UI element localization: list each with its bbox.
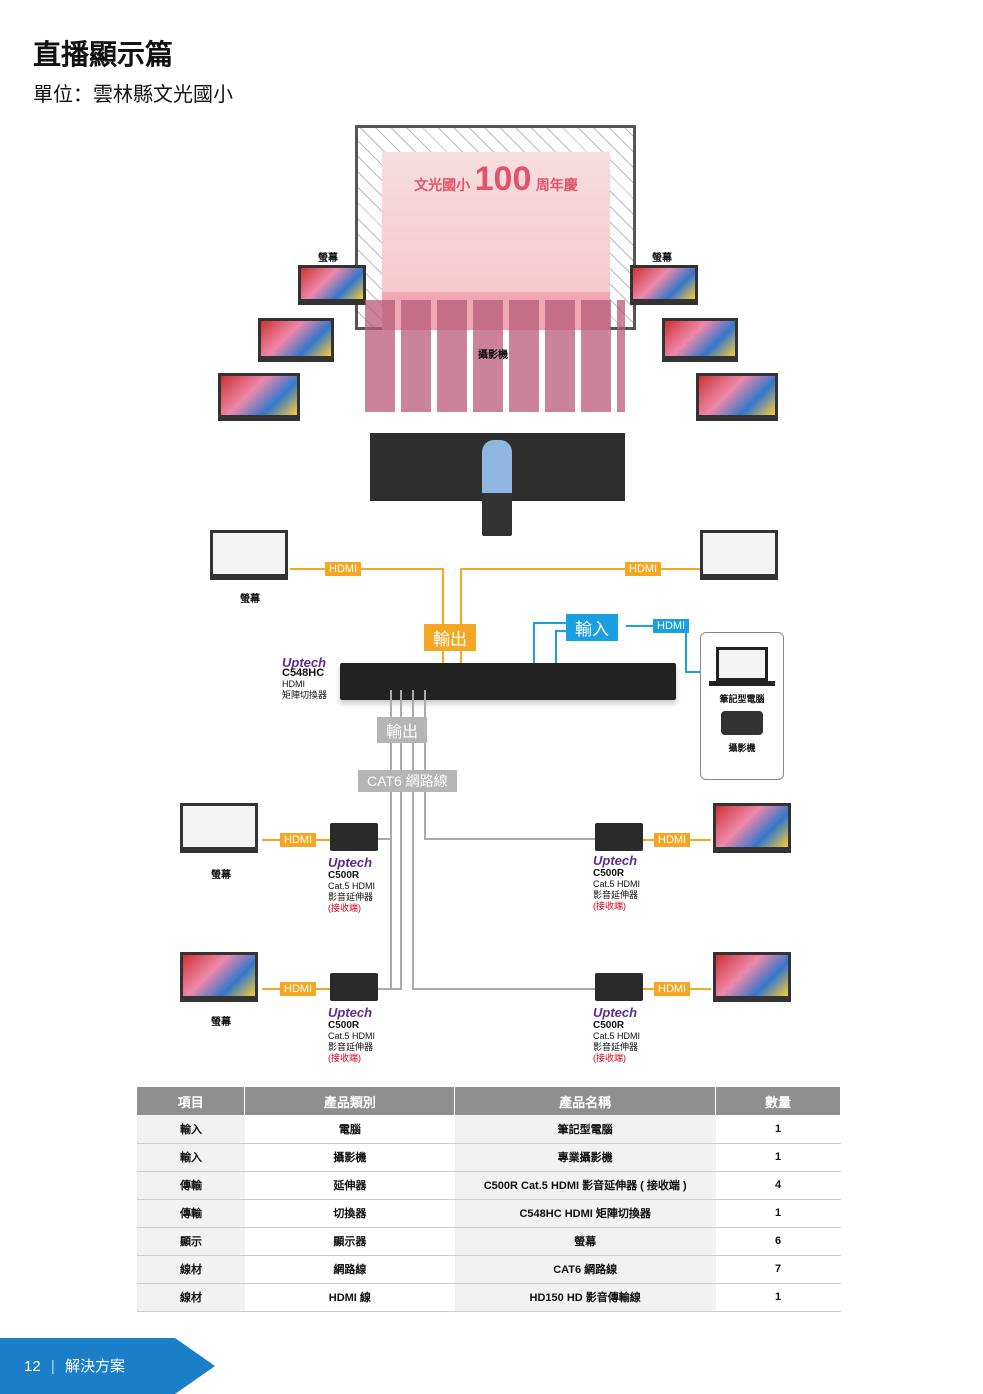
- banner-left: 文光國小: [414, 177, 471, 193]
- table-cell: C548HC HDMI 矩陣切換器: [454, 1199, 716, 1228]
- stage-monitor: [662, 318, 738, 362]
- screen-label-right: 螢幕: [652, 253, 672, 264]
- brand: Uptech: [282, 655, 327, 670]
- table-cell: 切換器: [244, 1199, 455, 1228]
- monitor-label: 螢幕: [211, 870, 231, 881]
- table-cell: 筆記型電腦: [454, 1115, 716, 1144]
- table-cell: 顯示器: [244, 1227, 455, 1256]
- col-qty: 數量: [715, 1087, 841, 1115]
- col-category: 產品類別: [244, 1087, 456, 1115]
- page-number: 12: [24, 1358, 41, 1375]
- table-cell: 輸入: [137, 1115, 245, 1144]
- line2: 矩陣切換器: [282, 690, 328, 700]
- receiver: [330, 973, 378, 1001]
- stage-monitor: [298, 265, 366, 305]
- line1: HDMI: [282, 679, 305, 689]
- table-cell: 電腦: [244, 1115, 455, 1144]
- stage-screen: 文光國小 100 周年慶: [382, 152, 610, 292]
- table-cell: CAT6 網路線: [454, 1255, 716, 1284]
- stage-monitor: [218, 373, 300, 421]
- table-cell: 專業攝影機: [454, 1143, 716, 1172]
- hdmi-tag: HDMI: [280, 833, 317, 847]
- table-cell: 1: [715, 1199, 841, 1228]
- monitor: [180, 952, 258, 1002]
- matrix-switch: [340, 663, 676, 700]
- table-cell: 網路線: [244, 1255, 455, 1284]
- stage-monitor: [696, 373, 778, 421]
- table-cell: 1: [715, 1143, 841, 1172]
- hdmi-tag: HDMI: [653, 619, 690, 633]
- stage-monitor: [630, 265, 698, 305]
- col-item: 項目: [137, 1087, 246, 1115]
- audience: [365, 300, 625, 412]
- table-cell: 傳輸: [137, 1199, 245, 1228]
- stage-monitor: [258, 318, 334, 362]
- table-cell: HDMI 線: [244, 1283, 455, 1312]
- receiver: [330, 823, 378, 851]
- monitor: [210, 530, 288, 580]
- monitor: [713, 952, 791, 1002]
- screen-label-left: 螢幕: [318, 253, 338, 264]
- monitor: [713, 803, 791, 853]
- table-cell: 傳輸: [137, 1171, 245, 1200]
- table-cell: 6: [715, 1227, 841, 1256]
- page-title: 直播顯示篇: [33, 39, 174, 70]
- hdmi-tag: HDMI: [654, 833, 691, 847]
- table-cell: 線材: [137, 1283, 245, 1312]
- table-cell: HD150 HD 影音傳輸線: [454, 1283, 716, 1312]
- output-tag-gray: 輸出: [377, 717, 428, 743]
- camera-label: 攝影機: [728, 743, 756, 753]
- table-cell: 1: [715, 1283, 841, 1312]
- input-tag: 輸入: [566, 614, 618, 641]
- table-cell: 輸入: [137, 1143, 245, 1172]
- hdmi-tag: HDMI: [325, 562, 362, 576]
- banner-right: 周年慶: [535, 177, 578, 193]
- cat6-tag: CAT6 網路線: [358, 770, 457, 792]
- model: C548HC: [282, 667, 325, 679]
- banner-num: 100: [474, 160, 532, 198]
- footer-tab: 12 | 解決方案: [0, 1338, 215, 1394]
- table-cell: 顯示: [137, 1227, 245, 1256]
- section-name: 解決方案: [64, 1358, 125, 1375]
- camera-label: 攝影機: [478, 350, 508, 361]
- hdmi-tag: HDMI: [280, 982, 317, 996]
- hdmi-tag: HDMI: [654, 982, 691, 996]
- operator: [482, 440, 512, 536]
- monitor: [700, 530, 778, 580]
- table-cell: C500R Cat.5 HDMI 影音延伸器 ( 接收端 ): [454, 1171, 716, 1200]
- output-tag: 輸出: [424, 624, 476, 651]
- table-cell: 攝影機: [244, 1143, 455, 1172]
- camera-icon: [721, 711, 763, 735]
- laptop-icon: [716, 647, 768, 681]
- receiver: [595, 973, 643, 1001]
- monitor-label: 螢幕: [240, 594, 260, 605]
- table-cell: 延伸器: [244, 1171, 455, 1200]
- laptop-label: 筆記型電腦: [719, 694, 765, 704]
- switch-label: Uptech C548HC HDMI 矩陣切換器: [282, 655, 328, 701]
- monitor: [180, 803, 258, 853]
- page-subtitle: 單位：雲林縣文光國小: [33, 84, 233, 106]
- receiver: [595, 823, 643, 851]
- table-cell: 1: [715, 1115, 841, 1144]
- col-name: 產品名稱: [454, 1087, 717, 1115]
- table-cell: 螢幕: [454, 1227, 716, 1256]
- table-cell: 線材: [137, 1255, 245, 1284]
- hdmi-tag: HDMI: [625, 562, 662, 576]
- table-cell: 4: [715, 1171, 841, 1200]
- monitor-label: 螢幕: [211, 1017, 231, 1028]
- source-box: 筆記型電腦 攝影機: [700, 632, 784, 780]
- table-cell: 7: [715, 1255, 841, 1284]
